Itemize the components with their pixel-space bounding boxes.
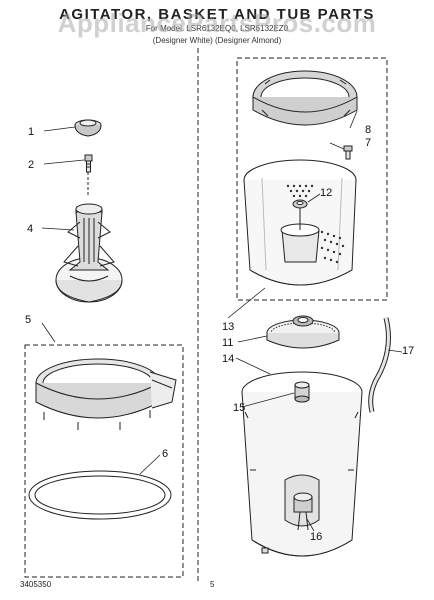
leader-lines bbox=[41, 110, 403, 532]
part-agitator-bolt[interactable] bbox=[84, 154, 93, 196]
callout-5: 5 bbox=[25, 314, 31, 326]
part-agitator[interactable] bbox=[55, 203, 123, 303]
part-tub-ring[interactable] bbox=[35, 358, 177, 430]
part-basket[interactable] bbox=[243, 159, 357, 286]
callout-6: 6 bbox=[162, 448, 168, 460]
callout-17: 17 bbox=[402, 345, 414, 357]
callout-2: 2 bbox=[28, 159, 34, 171]
part-hose[interactable] bbox=[368, 317, 391, 413]
part-balance-ring-screw[interactable] bbox=[343, 145, 353, 160]
page-number: 5 bbox=[210, 580, 215, 589]
model-colors: (Designer White) (Designer Almond) bbox=[152, 36, 282, 45]
part-drive-hub[interactable] bbox=[266, 315, 340, 349]
model-numbers: For Model: LSR6132EQ0, LSR6132EZ0 bbox=[145, 24, 289, 33]
callout-11: 11 bbox=[222, 337, 233, 349]
callout-13: 13 bbox=[222, 321, 234, 333]
page-title: AGITATOR, BASKET AND TUB PARTS bbox=[59, 6, 375, 23]
part-agitator-cap[interactable] bbox=[74, 119, 102, 137]
callout-14: 14 bbox=[222, 353, 234, 365]
part-basket-nut[interactable] bbox=[292, 199, 308, 209]
callout-16: 16 bbox=[310, 531, 322, 543]
callout-15: 15 bbox=[233, 402, 245, 414]
callout-7: 7 bbox=[365, 137, 371, 149]
part-drain-fitting[interactable] bbox=[293, 492, 313, 531]
part-balance-ring[interactable] bbox=[252, 70, 358, 126]
part-tub-seal[interactable] bbox=[294, 381, 310, 403]
callout-8: 8 bbox=[365, 124, 371, 136]
group-box-basket bbox=[236, 57, 388, 301]
callout-1: 1 bbox=[28, 126, 34, 138]
part-tub-ring-seal[interactable] bbox=[28, 470, 172, 520]
group-box-tub-ring bbox=[24, 344, 184, 578]
basket-perforations bbox=[286, 184, 345, 264]
callout-4: 4 bbox=[27, 223, 33, 235]
callout-12: 12 bbox=[320, 187, 332, 199]
footer-code: 3405350 bbox=[20, 580, 52, 589]
